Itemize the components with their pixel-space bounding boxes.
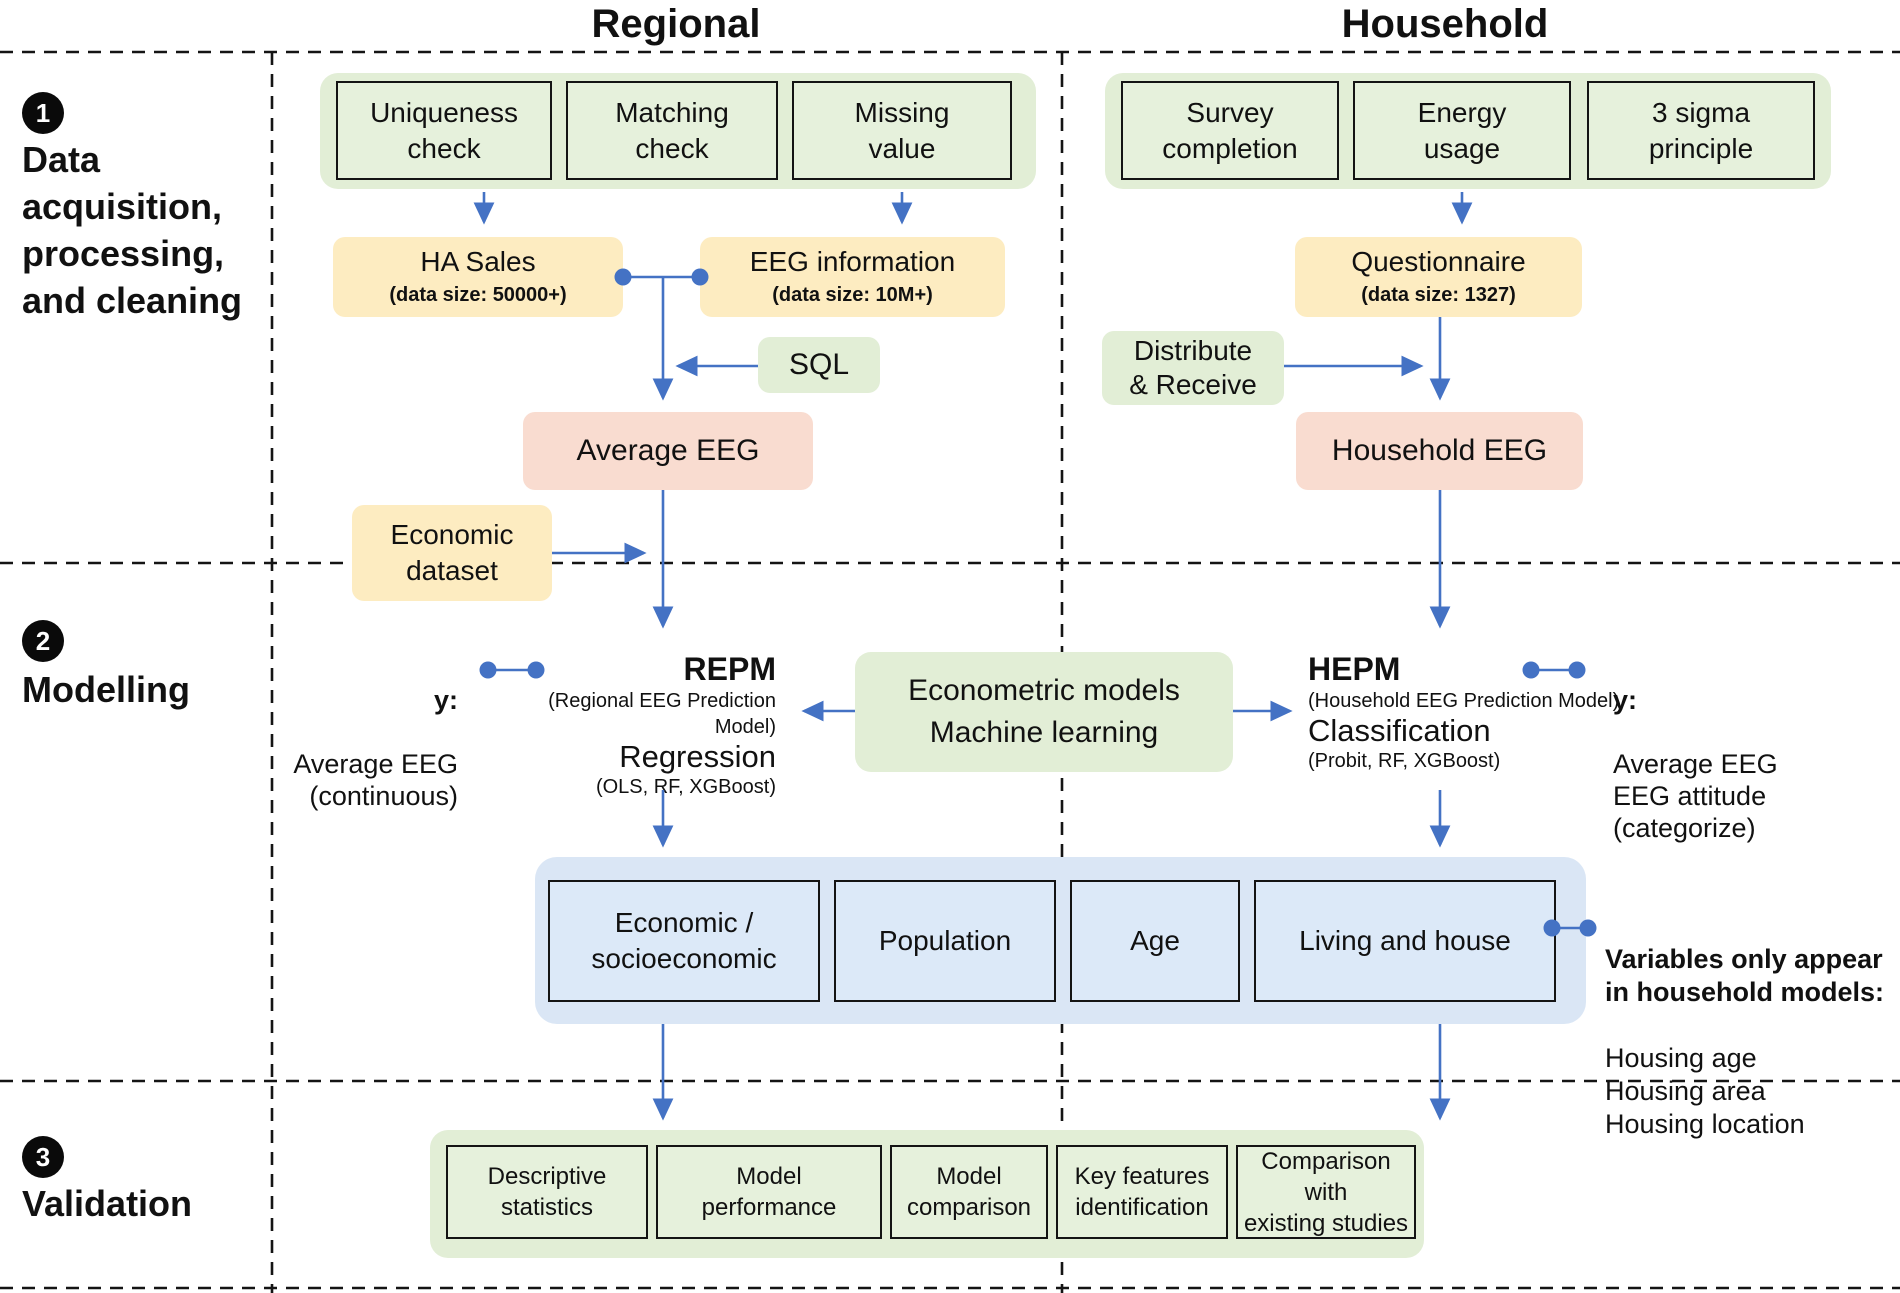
three-sigma-principle-box: 3 sigma principle — [1587, 81, 1815, 180]
feature-economic-socioeconomic-box: Economic / socioeconomic — [548, 880, 820, 1002]
feature-age-box: Age — [1070, 880, 1240, 1002]
repm-name: REPM — [683, 651, 776, 687]
hepm-algorithms: (Probit, RF, XGBoost) — [1308, 750, 1501, 772]
feature-living-house-box: Living and house — [1254, 880, 1556, 1002]
missing-value-box: Missing value — [792, 81, 1012, 180]
phase-2-number-badge: 2 — [22, 620, 64, 662]
ha-sales-datasize: (data size: 50000+) — [389, 284, 567, 306]
phase-1-label: Data acquisition, processing, and cleani… — [22, 139, 243, 321]
regional-y-description: Average EEG (continuous) — [293, 749, 458, 811]
eeg-information-datasize: (data size: 10M+) — [772, 284, 933, 306]
column-title-regional: Regional — [591, 2, 761, 46]
descriptive-statistics-box: Descriptive statistics — [446, 1145, 648, 1239]
matching-check-box: Matching check — [566, 81, 778, 180]
survey-completion-box: Survey completion — [1121, 81, 1339, 180]
phase-2-label: Modelling — [22, 669, 190, 710]
feature-population-box: Population — [834, 880, 1056, 1002]
phase-3-label: Validation — [22, 1183, 193, 1224]
questionnaire-datasize: (data size: 1327) — [1361, 284, 1516, 306]
eeg-information-box: EEG information (data size: 10M+) — [700, 237, 1005, 317]
average-eeg-box: Average EEG — [523, 412, 813, 490]
model-comparison-box: Model comparison — [890, 1145, 1048, 1239]
uniqueness-check-box: Uniqueness check — [336, 81, 552, 180]
questionnaire-title: Questionnaire — [1351, 246, 1526, 277]
energy-usage-box: Energy usage — [1353, 81, 1571, 180]
hepm-block: HEPM (Household EEG Prediction Model) Cl… — [1308, 650, 1638, 774]
repm-algorithms: (OLS, RF, XGBoost) — [595, 776, 776, 798]
repm-full-name: (Regional EEG Prediction Model) — [548, 690, 776, 738]
household-target-variable-note: y: Average EEG EEG attitude (categorize) — [1613, 652, 1853, 876]
model-performance-box: Model performance — [656, 1145, 882, 1239]
key-features-identification-box: Key features identification — [1056, 1145, 1228, 1239]
hepm-method: Classification — [1308, 713, 1491, 748]
household-only-variables-items: Housing age Housing area Housing locatio… — [1605, 1043, 1805, 1139]
household-y-description: Average EEG EEG attitude (categorize) — [1613, 749, 1778, 843]
comparison-existing-studies-box: Comparison with existing studies — [1236, 1145, 1416, 1239]
sql-box: SQL — [758, 337, 880, 393]
regional-target-variable-note: y: Average EEG (continuous) — [240, 652, 458, 844]
column-title-household: Household — [1341, 2, 1549, 46]
econometric-ml-box: Econometric models Machine learning — [855, 652, 1233, 772]
regional-y-label: y: — [433, 685, 458, 715]
economic-dataset-box: Economic dataset — [352, 505, 552, 601]
hepm-full-name: (Household EEG Prediction Model) — [1308, 690, 1620, 712]
repm-method: Regression — [619, 739, 776, 774]
household-y-label: y: — [1613, 685, 1638, 715]
household-eeg-box: Household EEG — [1296, 412, 1583, 490]
repm-block: REPM (Regional EEG Prediction Model) Reg… — [486, 650, 776, 800]
ha-sales-title: HA Sales — [420, 246, 536, 277]
eeg-information-title: EEG information — [749, 246, 956, 277]
distribute-receive-box: Distribute & Receive — [1102, 331, 1284, 405]
hepm-name: HEPM — [1308, 651, 1401, 687]
phase-3-number-badge: 3 — [22, 1136, 64, 1178]
questionnaire-box: Questionnaire (data size: 1327) — [1295, 237, 1582, 317]
household-only-variables-heading: Variables only appear in household model… — [1605, 944, 1885, 1007]
phase-1-number-badge: 1 — [22, 92, 64, 134]
ha-sales-box: HA Sales (data size: 50000+) — [333, 237, 623, 317]
household-only-variables-note: Variables only appear in household model… — [1605, 910, 1897, 1174]
